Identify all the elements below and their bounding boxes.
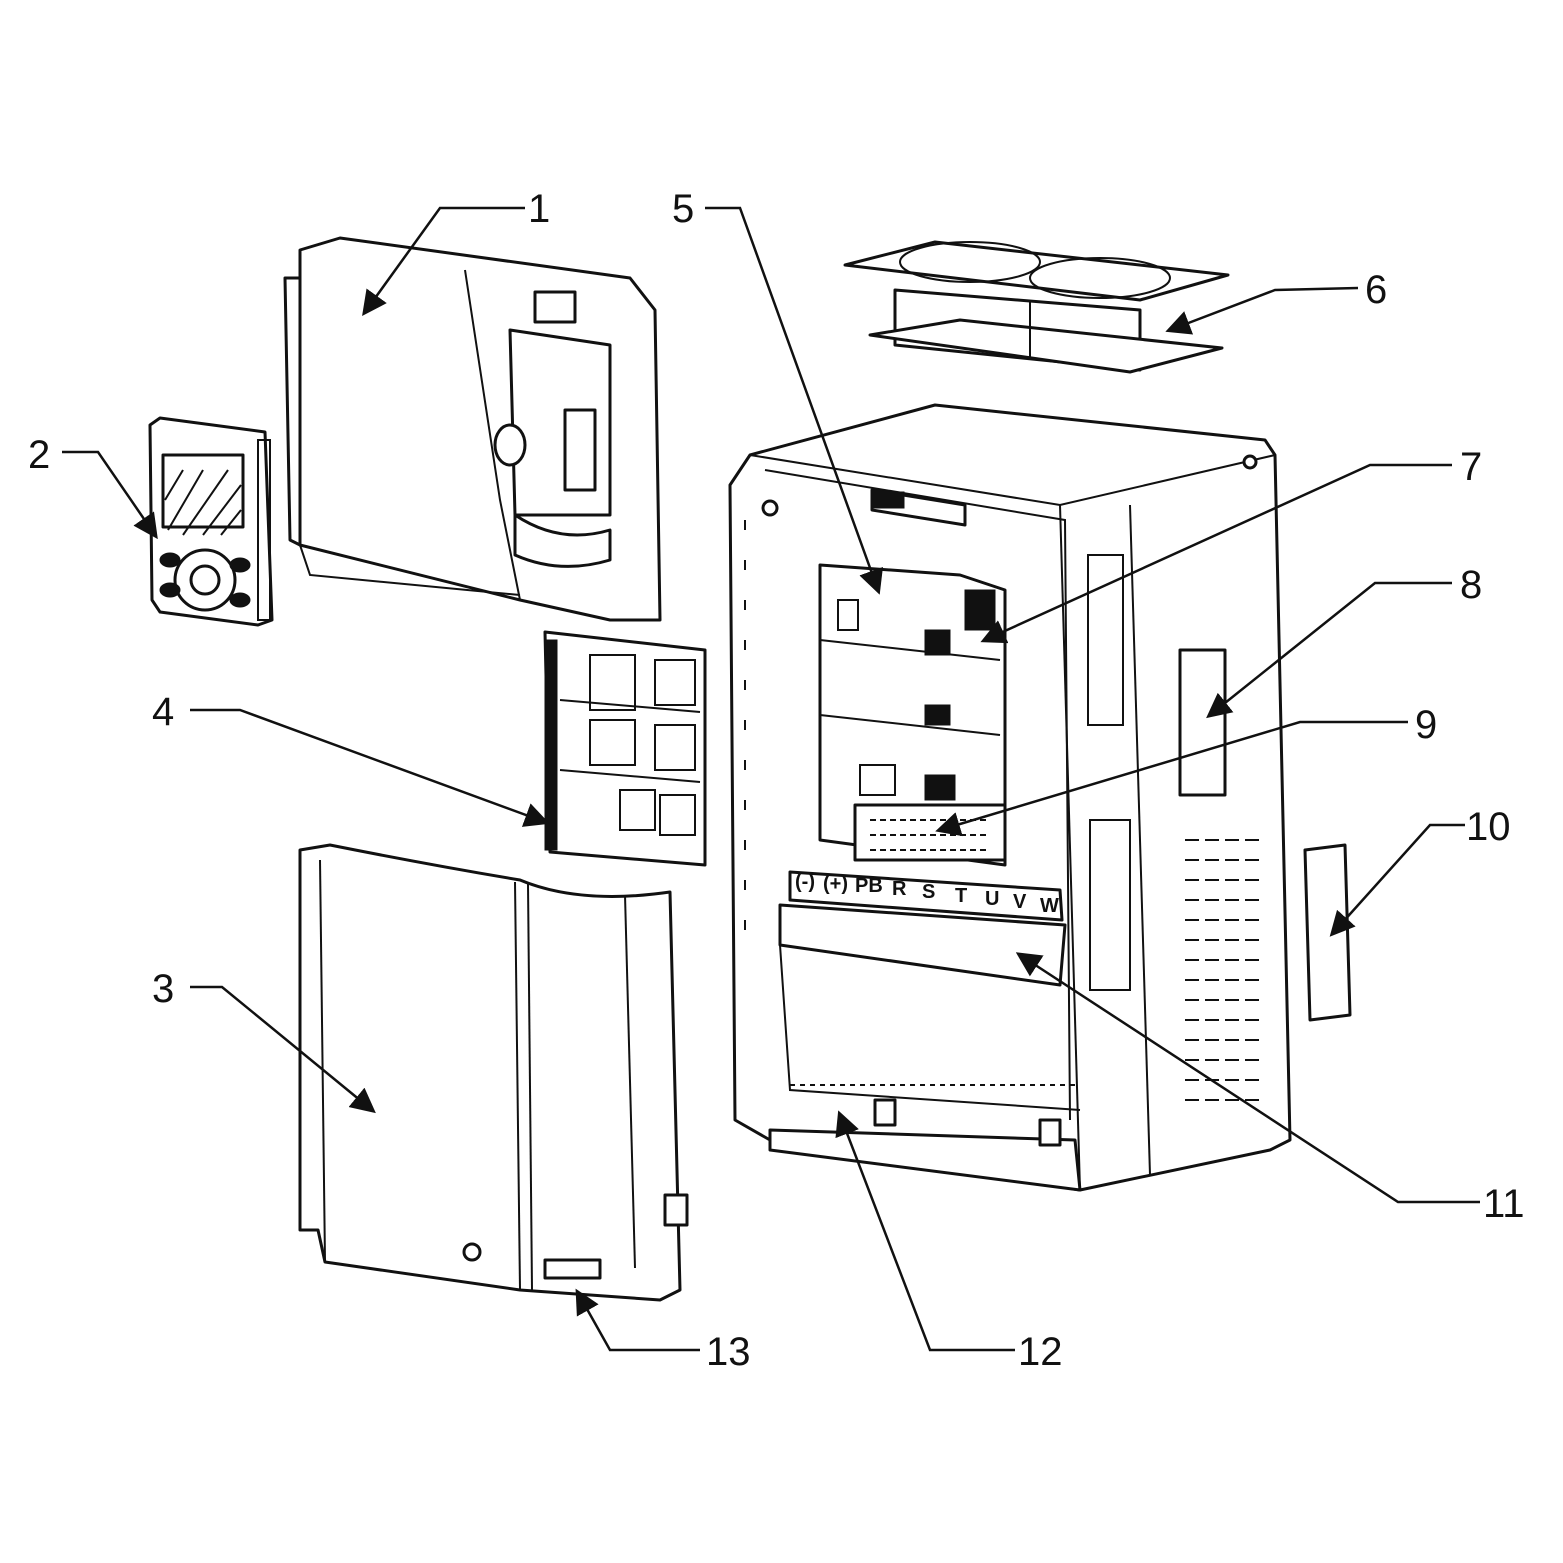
terminal-label: S [922, 881, 935, 903]
callout-12: 12 [1018, 1330, 1063, 1374]
callout-5: 5 [672, 187, 694, 231]
terminal-labels: (-) (+) PB R S T U V W [795, 871, 1059, 917]
leader-lines [62, 206, 1480, 1352]
terminal-label: U [985, 888, 999, 910]
callout-10: 10 [1466, 805, 1511, 849]
terminal-label: T [955, 885, 967, 907]
callout-13: 13 [706, 1330, 751, 1374]
terminal-label: PB [855, 875, 883, 897]
inverter-housing [728, 403, 1292, 1192]
callout-7: 7 [1460, 445, 1482, 489]
callout-4: 4 [152, 690, 174, 734]
side-vents [1185, 839, 1265, 1101]
terminal-label: V [1013, 891, 1027, 913]
callout-3: 3 [152, 967, 174, 1011]
terminal-label: W [1040, 895, 1059, 917]
callout-8: 8 [1460, 563, 1482, 607]
control-board [543, 630, 707, 867]
terminal-label: (+) [823, 873, 848, 895]
lower-cover [298, 843, 689, 1302]
side-plate [1303, 843, 1352, 1022]
callout-6: 6 [1365, 268, 1387, 312]
callout-11: 11 [1483, 1182, 1525, 1226]
terminal-label: R [892, 878, 907, 900]
keypad [148, 416, 274, 627]
callout-numbers: 1 2 3 4 5 6 7 8 9 10 11 12 13 [28, 187, 1525, 1374]
callout-9: 9 [1415, 703, 1437, 747]
terminal-label: (-) [795, 871, 815, 893]
cooling-fan [843, 240, 1230, 374]
callout-1: 1 [528, 187, 550, 231]
callout-2: 2 [28, 433, 50, 477]
upper-cover [283, 236, 662, 622]
